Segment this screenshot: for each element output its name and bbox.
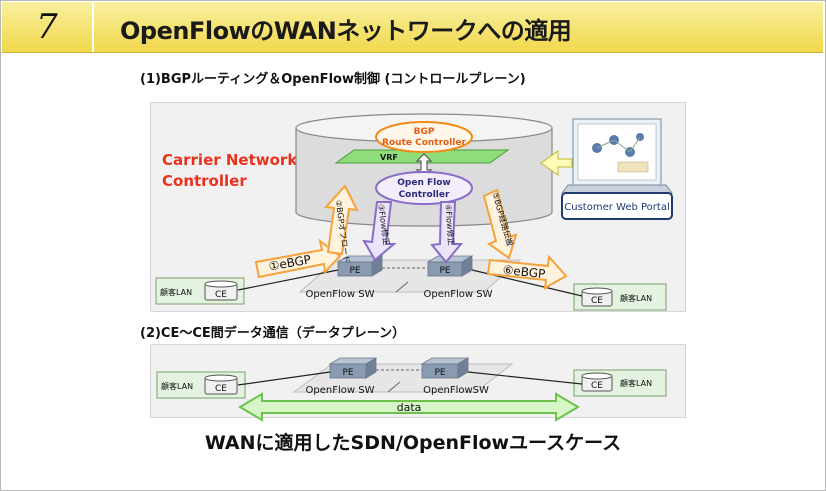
slide-number: 7 [2, 2, 94, 52]
step3-flow-mod-arrow [362, 201, 397, 262]
openflow-controller [375, 171, 473, 205]
pe-right-label-2: PE [434, 368, 445, 378]
customer-lan-right-2: CE 顧客LAN [573, 369, 667, 397]
customer-lan-left-2: 顧客LAN CE [156, 371, 246, 399]
customer-lan-right-label: 顧客LAN [620, 293, 652, 303]
slide-title: OpenFlowのWANネットワークへの適用 [120, 17, 572, 45]
ce-pe-link-left [237, 269, 339, 291]
customer-web-portal: Customer Web Portal [561, 118, 673, 220]
pe-switch-left-2: PE [328, 357, 378, 379]
controller-label-line2: Controller [162, 172, 247, 190]
openflow-sw-right-label-2: OpenFlowSW [423, 385, 489, 396]
step2-bgp-offload-arrow [323, 184, 359, 256]
portal-arrow [540, 150, 573, 176]
controller-label-line1: Carrier Network [162, 151, 298, 169]
pe-switch-right-2: PE [420, 357, 470, 379]
openflow-sw-left-label-2: OpenFlow SW [306, 385, 375, 396]
ce-pe-link-left-2 [237, 371, 331, 386]
customer-web-portal-label: Customer Web Portal [564, 202, 669, 213]
pe-left-label: PE [349, 266, 360, 276]
customer-lan-left-label: 顧客LAN [160, 287, 192, 297]
data-label: data [397, 401, 422, 414]
bgp-route-controller [375, 121, 473, 153]
ce-right-label-2: CE [591, 381, 603, 391]
step6-ebgp-arrow [486, 254, 568, 290]
vrf-label: VRF [380, 153, 398, 162]
customer-lan-left-label-2: 顧客LAN [161, 381, 193, 391]
ce-pe-link-right-2 [467, 371, 583, 385]
slide-header: 7 OpenFlowのWANネットワークへの適用 [2, 2, 823, 53]
pe-link-mark [395, 281, 409, 293]
ce-left-label: CE [215, 290, 227, 300]
section1-title: (1)BGPルーティング＆OpenFlow制御 (コントロールプレーン) [140, 72, 526, 87]
data-flow-arrow [238, 392, 580, 422]
ce-right-label: CE [591, 296, 603, 306]
pe-left-label-2: PE [342, 368, 353, 378]
pe-link-mark-2 [387, 381, 401, 393]
openflow-sw-right-label: OpenFlow SW [424, 289, 493, 300]
step1-ebgp-arrow [254, 238, 342, 279]
bgp-controller-line1: BGP [414, 127, 435, 137]
step6-label: ⑥eBGP [502, 263, 546, 281]
pe-right-label: PE [439, 266, 450, 276]
ce-left-label-2: CE [215, 384, 227, 394]
carrier-network-controller-label: Carrier Network Controller [162, 150, 297, 192]
openflow-controller-line2: Controller [399, 190, 450, 200]
bgp-controller-line2: Route Controller [382, 138, 466, 148]
customer-lan-right-label-2: 顧客LAN [620, 378, 652, 388]
customer-lan-right: CE 顧客LAN [573, 283, 667, 311]
section2-title: (2)CE～CE間データ通信（データプレーン） [140, 326, 406, 341]
step4-flow-mod-arrow [430, 201, 464, 264]
openflow-controller-line1: Open Flow [397, 178, 450, 188]
step4-label: ④Flow修正 [444, 204, 457, 246]
step5-bgp-route-propagation-arrow [482, 188, 518, 260]
openflow-sw-left-label: OpenFlow SW [306, 289, 375, 300]
bottom-caption: WANに適用したSDN/OpenFlowユースケース [204, 432, 622, 454]
customer-lan-left: 顧客LAN CE [155, 277, 245, 305]
